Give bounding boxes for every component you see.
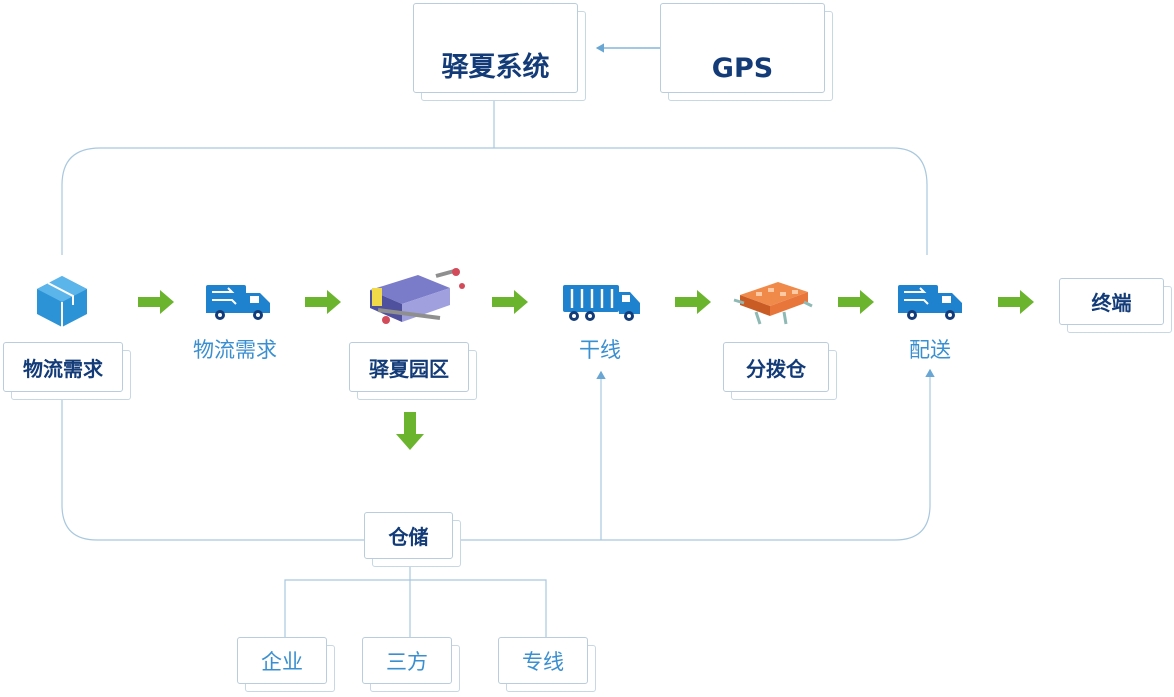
logistics-park-icon — [370, 268, 465, 324]
storage-type-label: 三方 — [386, 649, 428, 674]
storage-type-thirdparty-card[interactable]: 三方 — [362, 637, 460, 692]
step-park-card[interactable]: 驿夏园区 — [349, 342, 477, 400]
storage-type-label: 企业 — [261, 649, 303, 674]
step-demand-card[interactable]: 物流需求 — [3, 342, 131, 400]
storage-type-dedicated-line-card[interactable]: 专线 — [498, 637, 596, 692]
delivery-truck-icon — [206, 285, 270, 320]
system-label: 驿夏系统 — [441, 52, 550, 83]
gps-card[interactable]: GPS — [660, 3, 833, 101]
step-park-label: 驿夏园区 — [369, 356, 449, 381]
gps-label: GPS — [711, 53, 774, 84]
distribution-warehouse-icon — [733, 282, 813, 325]
step-demand-label: 物流需求 — [23, 356, 103, 381]
flow-arrow — [138, 290, 1034, 450]
package-box-icon — [37, 276, 87, 327]
step-distribution-card[interactable]: 分拨仓 — [723, 342, 837, 400]
storage-type-label: 专线 — [522, 649, 564, 674]
trunk-truck-icon — [563, 285, 640, 321]
storage-label: 仓储 — [388, 525, 429, 549]
system-card[interactable]: 驿夏系统 — [413, 3, 586, 101]
step-trunk-label: 干线 — [579, 338, 621, 362]
step-terminal-card[interactable]: 终端 — [1059, 278, 1172, 333]
step-distribution-label: 分拨仓 — [746, 356, 806, 381]
step-delivery-label: 配送 — [909, 338, 951, 362]
storage-card[interactable]: 仓储 — [364, 512, 461, 567]
step-terminal-label: 终端 — [1091, 291, 1132, 315]
step-transport-label: 物流需求 — [193, 338, 277, 362]
delivery-van-icon — [898, 285, 962, 320]
storage-type-enterprise-card[interactable]: 企业 — [237, 637, 335, 692]
